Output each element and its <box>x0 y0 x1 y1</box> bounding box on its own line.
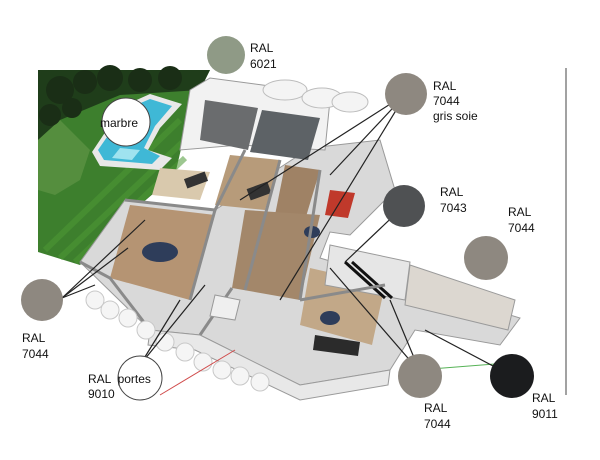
swatch-ral7044-right <box>464 236 508 280</box>
label-ral6021-line2: 6021 <box>250 57 277 71</box>
doors-label-line1: RAL portes <box>88 372 151 386</box>
swatch-ral7044-left <box>21 279 63 321</box>
label-ral6021-line1: RAL <box>250 41 274 55</box>
label-ral7044-left-line1: RAL <box>22 331 46 345</box>
label-ral9011-line2: 9011 <box>532 407 558 421</box>
doors-label-line2: 9010 <box>88 387 115 401</box>
label-ral7044-right-line2: 7044 <box>508 221 535 235</box>
label-ral7043-line1: RAL <box>440 185 464 199</box>
swatch-ral9011 <box>490 354 534 398</box>
label-ral7044-right-line1: RAL <box>508 205 532 219</box>
swatch-ral6021 <box>207 36 245 74</box>
label-ral7044-silk-line2: 7044 <box>433 94 460 108</box>
house-model <box>79 77 521 401</box>
label-ral7043-line2: 7043 <box>440 201 467 215</box>
label-ral7044-silk-line3: gris soie <box>433 109 478 123</box>
swatch-ral7044-silk <box>385 73 427 115</box>
label-ral7044-silk-line1: RAL <box>433 79 457 93</box>
label-ral7044-left-line2: 7044 <box>22 347 49 361</box>
swatch-ral7043 <box>383 185 425 227</box>
marble-label: marbre <box>100 116 138 130</box>
marble-callout-circle <box>101 97 151 147</box>
doors-callout-circle <box>117 355 163 401</box>
swatch-ral7044-bottom <box>398 354 442 398</box>
label-ral9011-line1: RAL <box>532 391 556 405</box>
label-ral7044-bottom-line2: 7044 <box>424 417 451 431</box>
label-ral7044-bottom-line1: RAL <box>424 401 448 415</box>
